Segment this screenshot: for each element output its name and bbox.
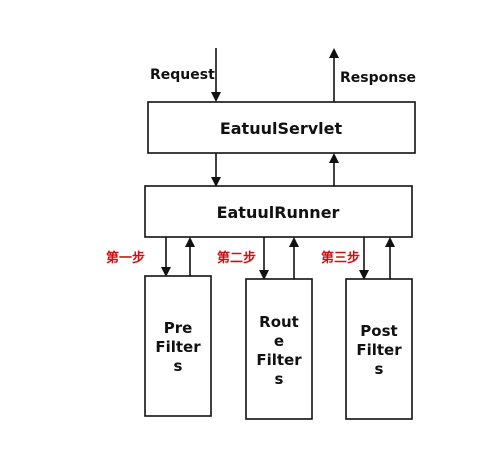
pre-filters-box [144,275,212,417]
servlet-box-label: EatuulServlet [220,119,343,138]
runner-box-label: EatuulRunner [217,203,340,222]
route-filters-line-3: Filter [256,351,302,369]
route-filters-line-4: s [275,370,284,388]
step-label-1: 第一步 [106,250,145,266]
response-label: Response [340,70,416,86]
route-filters-line-1: Rout [259,313,299,331]
post-filters-line-3: s [375,360,384,378]
post-filters-line-2: Filter [356,341,402,359]
servlet-box [147,101,416,154]
pre-filters-line-1: Pre [164,319,193,337]
step-label-3: 第三步 [321,250,360,266]
pre-filters-line-3: s [174,357,183,375]
request-label: Request [150,67,215,83]
step-label-2: 第二步 [217,250,256,266]
runner-box [144,185,413,238]
route-filters-box [245,278,313,420]
pre-filters-line-2: Filter [155,338,201,356]
post-filters-box [345,278,413,420]
route-filters-line-2: e [274,332,284,350]
post-filters-line-1: Post [360,322,397,340]
